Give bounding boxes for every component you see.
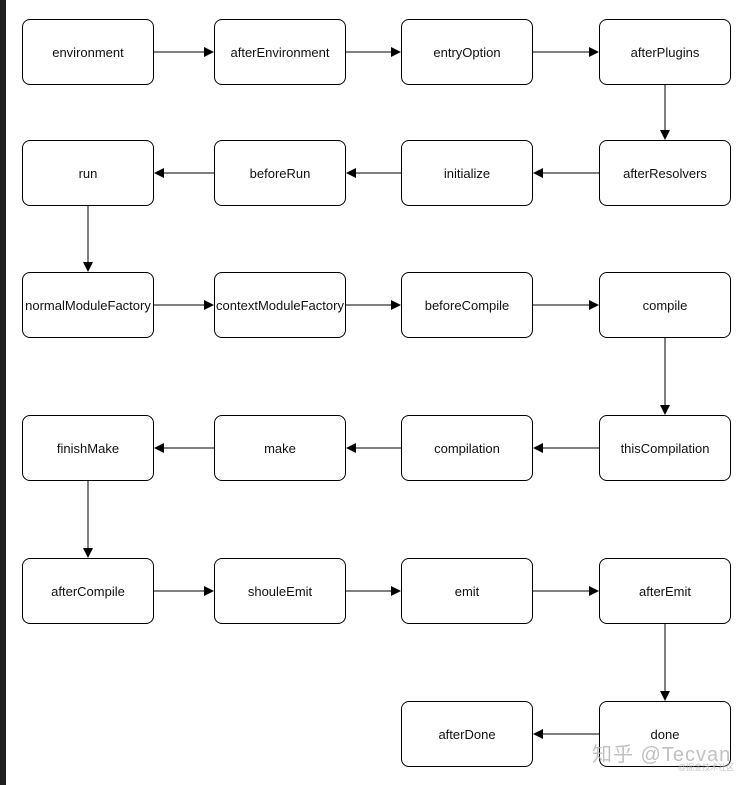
- node-make: make: [214, 415, 346, 481]
- node-before-run: beforeRun: [214, 140, 346, 206]
- node-normal-module-factory: normalModuleFactory: [22, 272, 154, 338]
- node-finish-make: finishMake: [22, 415, 154, 481]
- node-shoule-emit: shouleEmit: [214, 558, 346, 624]
- left-border: [0, 0, 6, 785]
- watermark: 知乎 @Tecvan @掘金技术社区: [592, 738, 742, 778]
- node-after-compile: afterCompile: [22, 558, 154, 624]
- node-after-emit: afterEmit: [599, 558, 731, 624]
- node-initialize: initialize: [401, 140, 533, 206]
- node-after-resolvers: afterResolvers: [599, 140, 731, 206]
- watermark-main-text: 知乎 @Tecvan: [592, 744, 732, 766]
- node-run: run: [22, 140, 154, 206]
- node-after-done: afterDone: [401, 701, 533, 767]
- node-this-compilation: thisCompilation: [599, 415, 731, 481]
- node-after-plugins: afterPlugins: [599, 19, 731, 85]
- node-context-module-factory: contextModuleFactory: [214, 272, 346, 338]
- node-environment: environment: [22, 19, 154, 85]
- watermark-sub-text: @掘金技术社区: [678, 763, 735, 772]
- node-after-environment: afterEnvironment: [214, 19, 346, 85]
- node-emit: emit: [401, 558, 533, 624]
- node-compile: compile: [599, 272, 731, 338]
- node-before-compile: beforeCompile: [401, 272, 533, 338]
- node-done: done: [599, 701, 731, 767]
- node-compilation: compilation: [401, 415, 533, 481]
- node-entry-option: entryOption: [401, 19, 533, 85]
